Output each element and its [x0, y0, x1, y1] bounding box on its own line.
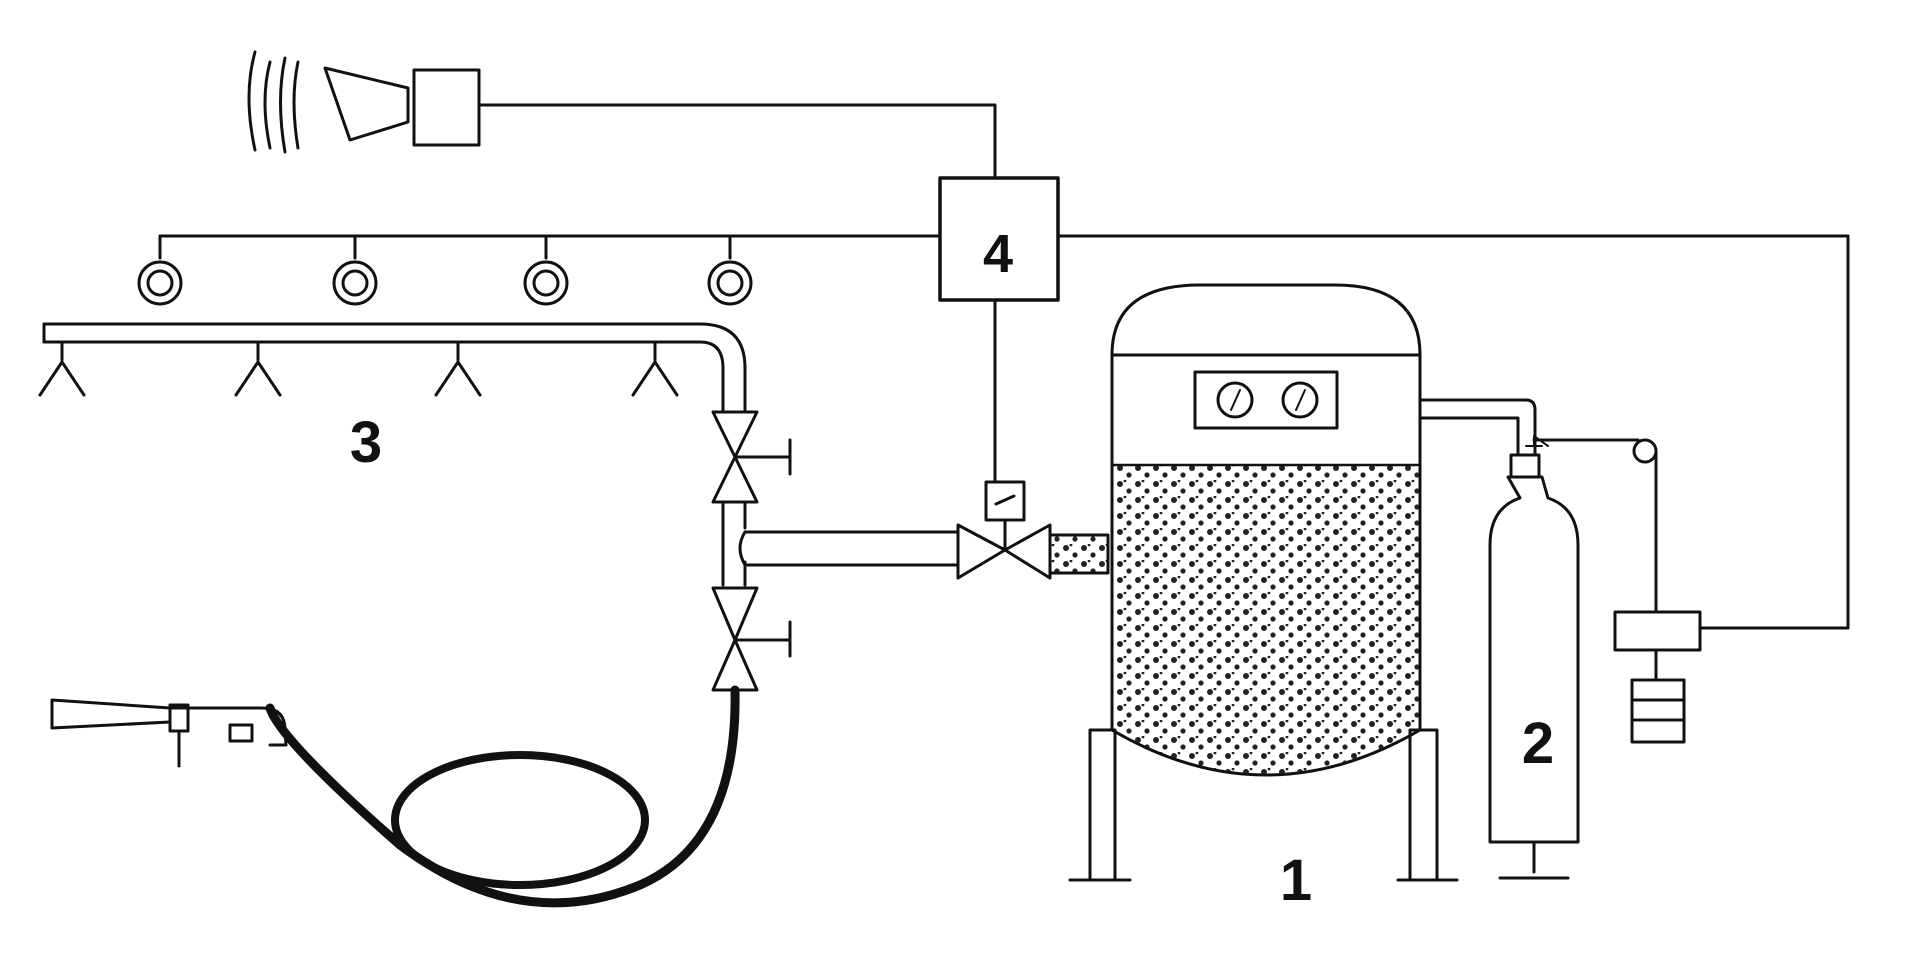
gas-cylinder	[1488, 435, 1580, 880]
siren-wire	[477, 103, 997, 180]
tank-outlet	[1048, 533, 1110, 575]
weight-actuator	[1532, 438, 1702, 744]
label-tank: 1	[1280, 848, 1312, 913]
label-gas-cylinder: 2	[1522, 711, 1554, 776]
control-unit-box	[938, 176, 1060, 302]
siren-icon	[247, 50, 481, 154]
hose	[265, 685, 740, 908]
upper-valve-icon	[711, 410, 792, 504]
label-sprinkler-network: 3	[350, 410, 382, 475]
tank-legs	[1068, 728, 1459, 882]
smoke-detector-icon	[332, 234, 378, 306]
pressure-gauge-panel	[1193, 370, 1339, 430]
solenoid-valve-icon	[956, 480, 1052, 580]
main-discharge-pipe	[738, 530, 960, 567]
sprinkler-nozzle	[234, 340, 282, 397]
smoke-detector-icon	[707, 234, 753, 306]
gas-pipe	[1418, 398, 1537, 457]
sprinkler-nozzle	[38, 340, 86, 397]
control-to-cylinder-wire	[1056, 234, 1850, 630]
smoke-detector-icon	[137, 234, 183, 306]
sprinkler-pipe	[42, 322, 747, 414]
nozzle-icon	[50, 698, 288, 768]
lower-valve-icon	[711, 586, 792, 692]
sprinkler-nozzle	[434, 340, 482, 397]
tank-powder-fill	[1111, 464, 1421, 776]
label-control-unit: 4	[983, 224, 1013, 284]
smoke-detector-icon	[523, 234, 569, 306]
sprinkler-nozzle	[631, 340, 679, 397]
